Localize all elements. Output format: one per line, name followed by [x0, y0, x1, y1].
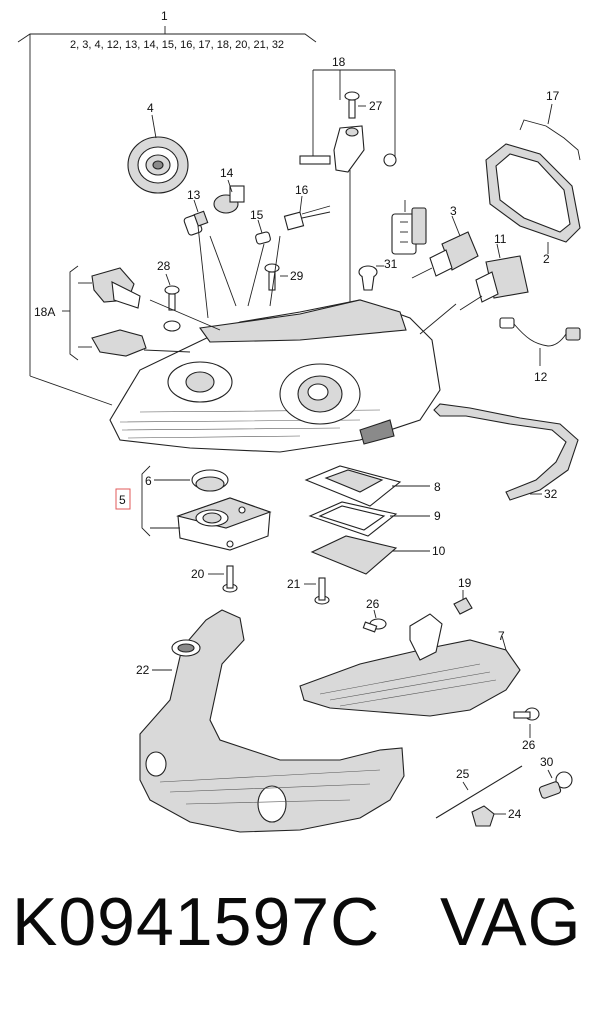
part-31-plug — [358, 265, 384, 291]
part-24-clip — [471, 805, 506, 827]
part-3-igniter — [411, 215, 479, 279]
callout-9: 9 — [434, 509, 441, 523]
callout-27: 27 — [369, 99, 383, 113]
part-12-harness — [499, 317, 581, 366]
part-code: K0941597C — [12, 884, 381, 960]
callout-16: 16 — [295, 183, 309, 197]
callout-2: 2 — [543, 252, 550, 266]
part-23-connector — [391, 200, 427, 255]
part-4-cap — [127, 114, 189, 194]
part-10-plate — [310, 535, 430, 575]
part-11-xenon-bulb — [459, 243, 529, 311]
part-29-screw — [264, 263, 288, 291]
callout-30: 30 — [540, 755, 554, 769]
callout-25: 25 — [456, 767, 470, 781]
callout-10: 10 — [432, 544, 446, 558]
part-22-main-carrier — [139, 609, 405, 833]
callout-13: 13 — [187, 188, 201, 202]
part-27-screw — [344, 91, 366, 119]
part-26-screw-upper — [362, 609, 387, 633]
part-2-frame — [485, 143, 581, 254]
part-17-clip — [519, 103, 581, 161]
part-16-socket — [283, 195, 331, 231]
callout-8: 8 — [434, 480, 441, 494]
callout-24: 24 — [508, 807, 522, 821]
callout-29: 29 — [290, 269, 304, 283]
part-32-strip — [433, 403, 579, 501]
part-15-bulb — [255, 219, 271, 245]
callout-1-list: 2, 3, 4, 12, 13, 14, 15, 16, 17, 18, 20,… — [70, 39, 284, 51]
part-13-bulb — [183, 199, 209, 236]
part-ballast — [150, 497, 272, 551]
part-18-bracket — [299, 69, 397, 330]
exploded-parts-diagram: 1 2, 3, 4, 12, 13, 14, 15, 16, 17, 18, 2… — [17, 9, 581, 833]
callout-1-bracket — [17, 26, 317, 406]
callout-21: 21 — [287, 577, 301, 591]
callout-26-upper: 26 — [366, 597, 380, 611]
callout-5-highlight — [115, 488, 131, 510]
headlamp-housing — [109, 225, 457, 453]
part-14-socket — [213, 179, 245, 214]
part-21-screw — [304, 577, 330, 605]
brand-name: VAG — [440, 884, 582, 960]
part-9-gasket — [308, 501, 430, 537]
callout-20: 20 — [191, 567, 205, 581]
callout-1: 1 — [161, 9, 168, 23]
callout-26-lower: 26 — [522, 738, 536, 752]
part-26-screw-lower — [513, 707, 540, 738]
part-6-ring — [154, 469, 229, 492]
callout-5-bracket — [141, 465, 151, 537]
callout-31: 31 — [384, 257, 398, 271]
part-8-cover — [304, 465, 430, 507]
callout-7: 7 — [498, 629, 505, 643]
callout-19: 19 — [458, 576, 472, 590]
part-19-nut — [453, 590, 473, 615]
part-7-carrier — [299, 613, 521, 717]
part-18a-group — [62, 265, 147, 361]
callout-32: 32 — [544, 487, 558, 501]
part-20-screw — [208, 565, 238, 593]
callout-28: 28 — [157, 259, 171, 273]
callout-6: 6 — [145, 474, 152, 488]
callout-5: 5 — [119, 493, 126, 507]
callout-15: 15 — [250, 208, 264, 222]
part-28-screw — [163, 273, 181, 332]
callout-18: 18 — [332, 55, 346, 69]
part-25-rod — [435, 765, 523, 819]
callout-4: 4 — [147, 101, 154, 115]
callout-17: 17 — [546, 89, 560, 103]
callout-18a: 18A — [34, 305, 55, 319]
part-30-screw — [538, 769, 573, 799]
callout-22: 22 — [136, 663, 150, 677]
callout-11: 11 — [494, 232, 507, 246]
callout-14: 14 — [220, 166, 234, 180]
callout-3: 3 — [450, 204, 457, 218]
callout-12: 12 — [534, 370, 548, 384]
